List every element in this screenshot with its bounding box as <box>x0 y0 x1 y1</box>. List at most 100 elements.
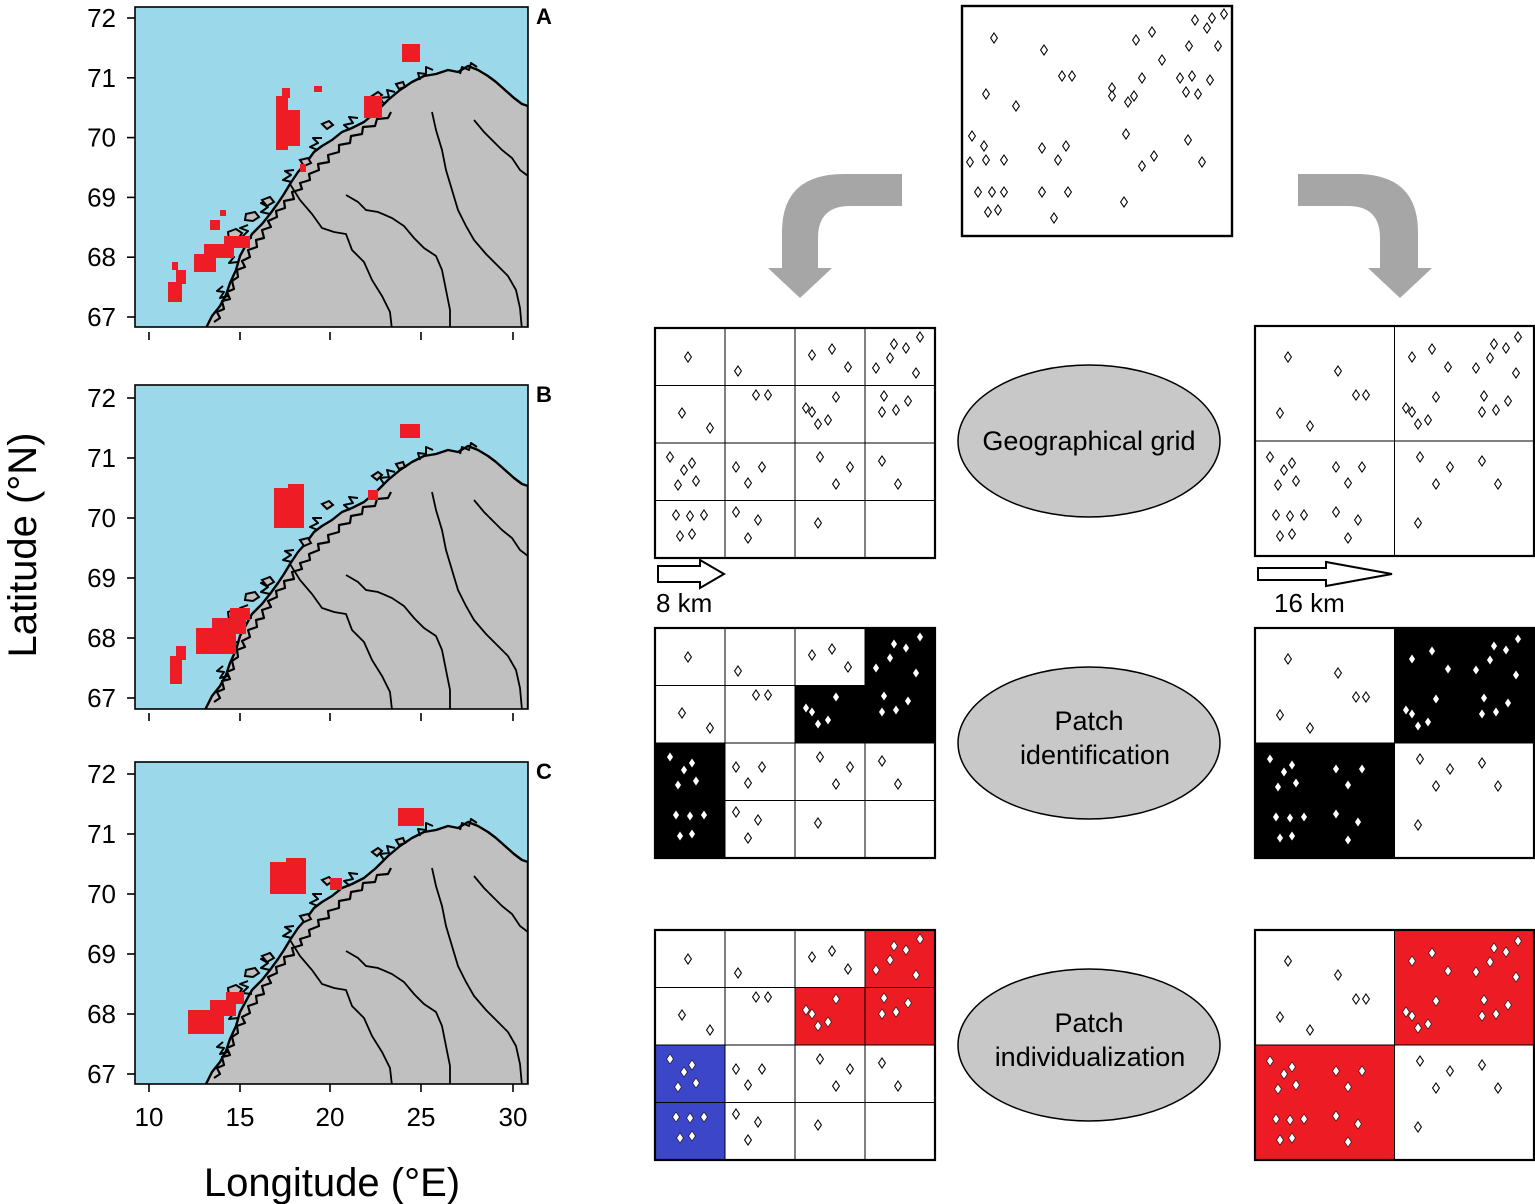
y-tick-label: 71 <box>87 443 116 473</box>
point-marker <box>1344 1136 1352 1148</box>
point-marker <box>1445 461 1455 473</box>
point-marker <box>885 352 895 364</box>
point-marker <box>877 755 887 767</box>
point-marker <box>877 406 887 418</box>
point-marker <box>1408 955 1416 967</box>
point-marker <box>683 953 693 965</box>
point-marker <box>831 478 841 490</box>
point-marker <box>1049 212 1059 224</box>
point-marker <box>1423 414 1433 426</box>
patch-cell <box>655 1102 725 1160</box>
point-marker <box>1011 100 1021 112</box>
point-marker <box>807 951 817 963</box>
point-marker <box>824 1016 832 1028</box>
y-tick-label: 69 <box>87 182 116 212</box>
point-marker <box>700 809 708 821</box>
point-marker <box>751 991 761 1003</box>
svg-text:identification: identification <box>1020 740 1170 770</box>
point-marker <box>808 1008 816 1020</box>
point-marker <box>1493 478 1503 490</box>
point-marker <box>757 1063 767 1075</box>
point-marker <box>699 509 709 521</box>
point-marker <box>743 777 753 789</box>
point-marker <box>677 407 687 419</box>
point-marker <box>892 1006 900 1018</box>
point-marker <box>1285 510 1295 522</box>
x-tick-label: 25 <box>407 1102 436 1132</box>
point-marker <box>677 707 687 719</box>
point-marker <box>683 651 693 663</box>
point-marker <box>1431 391 1441 403</box>
point-marker <box>731 461 741 473</box>
patch-cells <box>168 44 420 302</box>
point-marker <box>1344 779 1352 791</box>
point-marker <box>1292 777 1300 789</box>
point-marker <box>731 761 741 773</box>
point-marker <box>1343 532 1353 544</box>
patch-cell <box>795 685 865 743</box>
point-marker <box>1407 351 1417 363</box>
point-marker <box>1361 389 1371 401</box>
point-marker <box>893 1080 903 1092</box>
point-marker <box>1333 667 1343 679</box>
point-marker <box>763 689 773 701</box>
point-marker <box>1187 70 1197 82</box>
coarse-grid-individualized <box>1253 928 1535 1162</box>
point-marker <box>1408 653 1416 665</box>
y-tick-label: 68 <box>87 999 116 1029</box>
point-marker <box>1427 343 1437 355</box>
point-marker <box>1275 709 1285 721</box>
point-marker <box>843 361 853 373</box>
point-marker <box>1478 708 1486 720</box>
point-marker <box>1121 128 1131 140</box>
point-marker <box>1273 479 1283 491</box>
point-marker <box>683 351 693 363</box>
point-marker <box>1351 993 1361 1005</box>
y-tick-label: 69 <box>87 939 116 969</box>
point-marker <box>763 991 773 1003</box>
point-marker <box>1477 406 1487 418</box>
point-marker <box>1057 70 1067 82</box>
point-marker <box>1354 1118 1362 1130</box>
point-marker <box>1503 395 1513 407</box>
point-marker <box>743 532 753 544</box>
point-marker <box>731 806 741 818</box>
patch-cell <box>865 628 935 686</box>
point-marker <box>673 479 683 491</box>
point-marker <box>999 154 1009 166</box>
point-marker <box>807 406 817 418</box>
grid-border <box>1253 324 1535 558</box>
y-tick-label: 72 <box>87 759 116 789</box>
point-marker <box>981 154 991 166</box>
step-geographical-grid: Geographical grid <box>957 364 1221 518</box>
point-marker <box>989 32 999 44</box>
point-marker <box>814 1020 822 1032</box>
point-marker <box>687 457 697 469</box>
point-marker <box>1424 716 1432 728</box>
point-marker <box>845 761 855 773</box>
point-marker <box>1286 812 1294 824</box>
point-marker <box>1431 1082 1441 1094</box>
point-marker <box>813 517 823 529</box>
point-marker <box>743 477 753 489</box>
point-marker <box>1414 720 1422 732</box>
point-marker <box>878 1008 886 1020</box>
point-marker <box>1332 1110 1340 1122</box>
scale-arrow-8km <box>657 558 726 590</box>
point-marker <box>1486 956 1494 968</box>
point-marker <box>880 992 888 1004</box>
patch-cell <box>655 800 725 858</box>
point-marker <box>1287 528 1297 540</box>
y-tick-label: 68 <box>87 623 116 653</box>
point-marker <box>680 1066 688 1078</box>
point-marker <box>1344 834 1352 846</box>
point-marker <box>832 993 840 1005</box>
step-patch-individualization: Patch individualization <box>957 968 1221 1122</box>
svg-text:Patch: Patch <box>1054 1008 1123 1038</box>
point-marker <box>1415 451 1425 463</box>
point-marker <box>916 631 924 643</box>
point-marker <box>1037 186 1047 198</box>
point-marker <box>1276 1134 1284 1146</box>
